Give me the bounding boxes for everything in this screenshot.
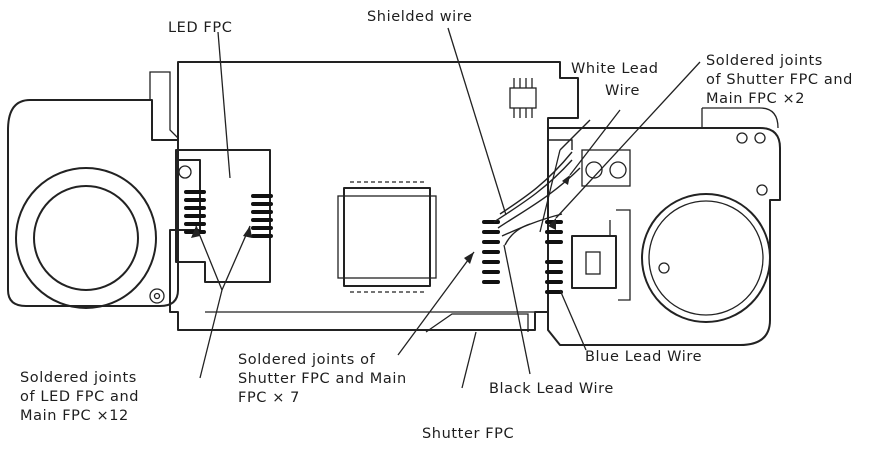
arrow-heads (191, 175, 570, 264)
label-solder-shutter-x2-line2: of Shutter FPC and (706, 72, 853, 88)
label-solder-led-line1: Soldered joints (20, 370, 137, 386)
shutter-disc-inner (648, 200, 764, 316)
shutter-fpc-ribbon (425, 313, 529, 333)
led-fpc (175, 149, 271, 283)
lens-screw (149, 288, 165, 304)
lens-outer-ring (15, 167, 157, 309)
label-solder-shutter-x7-line3: FPC × 7 (238, 390, 301, 406)
lead-wires (493, 119, 591, 246)
label-solder-led-line2: of LED FPC and (20, 389, 140, 405)
shutter-screw-3 (756, 184, 768, 196)
connector (509, 78, 537, 118)
led-solder-joints-right (251, 194, 273, 238)
housing-screw (178, 165, 192, 179)
switch-solder-joints (545, 220, 563, 294)
label-solder-shutter-x7-line2: Shutter FPC and Main (238, 371, 407, 387)
leader-lines (195, 27, 701, 389)
lens-inner-ring (33, 185, 139, 291)
label-shutter-fpc: Shutter FPC (422, 426, 515, 442)
switch-block (571, 209, 631, 301)
label-shielded-wire: Shielded wire (367, 9, 473, 25)
label-blue-lead-wire: Blue Lead Wire (585, 349, 703, 365)
shutter-solder-joints-x7 (482, 220, 500, 284)
lens-housing (7, 99, 201, 307)
label-white-lead-wire-line2: Wire (605, 83, 641, 99)
led-solder-joints-left (184, 190, 206, 234)
shutter-screw-1 (736, 132, 748, 144)
label-led-fpc: LED FPC (168, 20, 233, 36)
label-solder-led-line3: Main FPC ×12 (20, 408, 129, 424)
label-black-lead-wire: Black Lead Wire (489, 381, 614, 397)
label-solder-shutter-x2-line3: Main FPC ×2 (706, 91, 806, 107)
label-solder-shutter-x7-line1: Soldered joints of (238, 352, 376, 368)
shutter-screw-2 (754, 132, 766, 144)
shutter-disc-outer (641, 193, 771, 323)
label-solder-shutter-x2-line1: Soldered joints (706, 53, 823, 69)
ic-chip (337, 181, 437, 293)
label-white-lead-wire-line1: White Lead (571, 61, 659, 77)
